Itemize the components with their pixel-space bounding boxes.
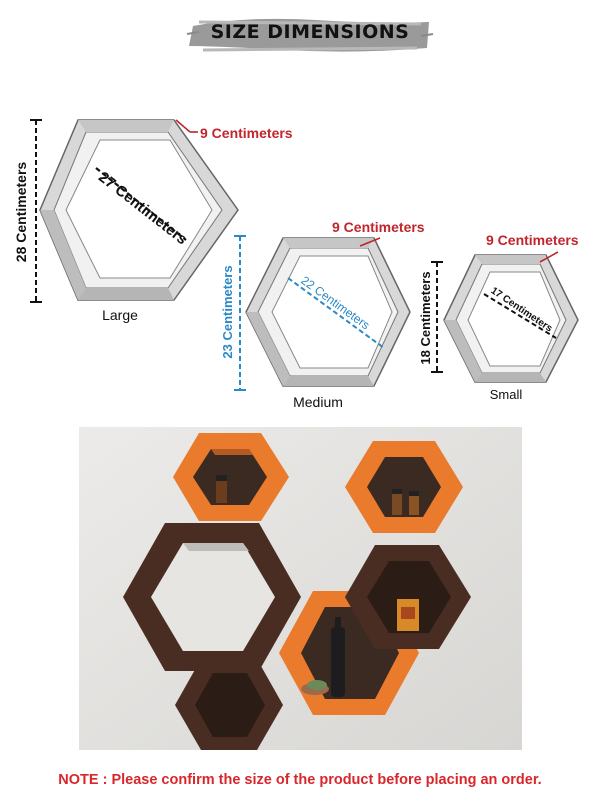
small-size-name: Small xyxy=(490,387,523,402)
large-size-name: Large xyxy=(102,307,138,323)
large-shelf-diagram xyxy=(30,119,239,303)
medium-depth-label: 9 Centimeters xyxy=(332,219,425,235)
medium-size-name: Medium xyxy=(293,394,343,410)
orange-small-hexagon-shelf-right xyxy=(345,441,463,533)
small-shelf-diagram xyxy=(431,251,579,383)
dimensions-diagram: 28 Centimeters 27 Centimeters 9 Centimet… xyxy=(0,100,600,420)
orange-small-hexagon-shelf xyxy=(173,433,289,521)
small-depth-label: 9 Centimeters xyxy=(486,232,579,248)
brown-large-hexagon-shelf xyxy=(123,523,301,671)
product-photo xyxy=(79,427,522,750)
large-height-label: 28 Centimeters xyxy=(13,162,29,263)
large-depth-label: 9 Centimeters xyxy=(200,125,293,141)
brown-small-hexagon-shelf xyxy=(175,659,283,750)
hexagon-diagrams: 28 Centimeters 27 Centimeters 9 Centimet… xyxy=(13,119,579,410)
medium-shelf-diagram xyxy=(234,235,411,391)
size-confirmation-note: NOTE : Please confirm the size of the pr… xyxy=(58,772,542,788)
brush-stroke-background xyxy=(186,18,434,52)
medium-height-label: 23 Centimeters xyxy=(220,265,235,358)
page-title: SIZE DIMENSIONS xyxy=(210,21,410,43)
title-banner: SIZE DIMENSIONS xyxy=(185,12,435,56)
wall-shelves-illustration xyxy=(79,427,522,750)
brown-medium-hexagon-shelf xyxy=(345,545,471,649)
small-height-label: 18 Centimeters xyxy=(418,271,433,364)
